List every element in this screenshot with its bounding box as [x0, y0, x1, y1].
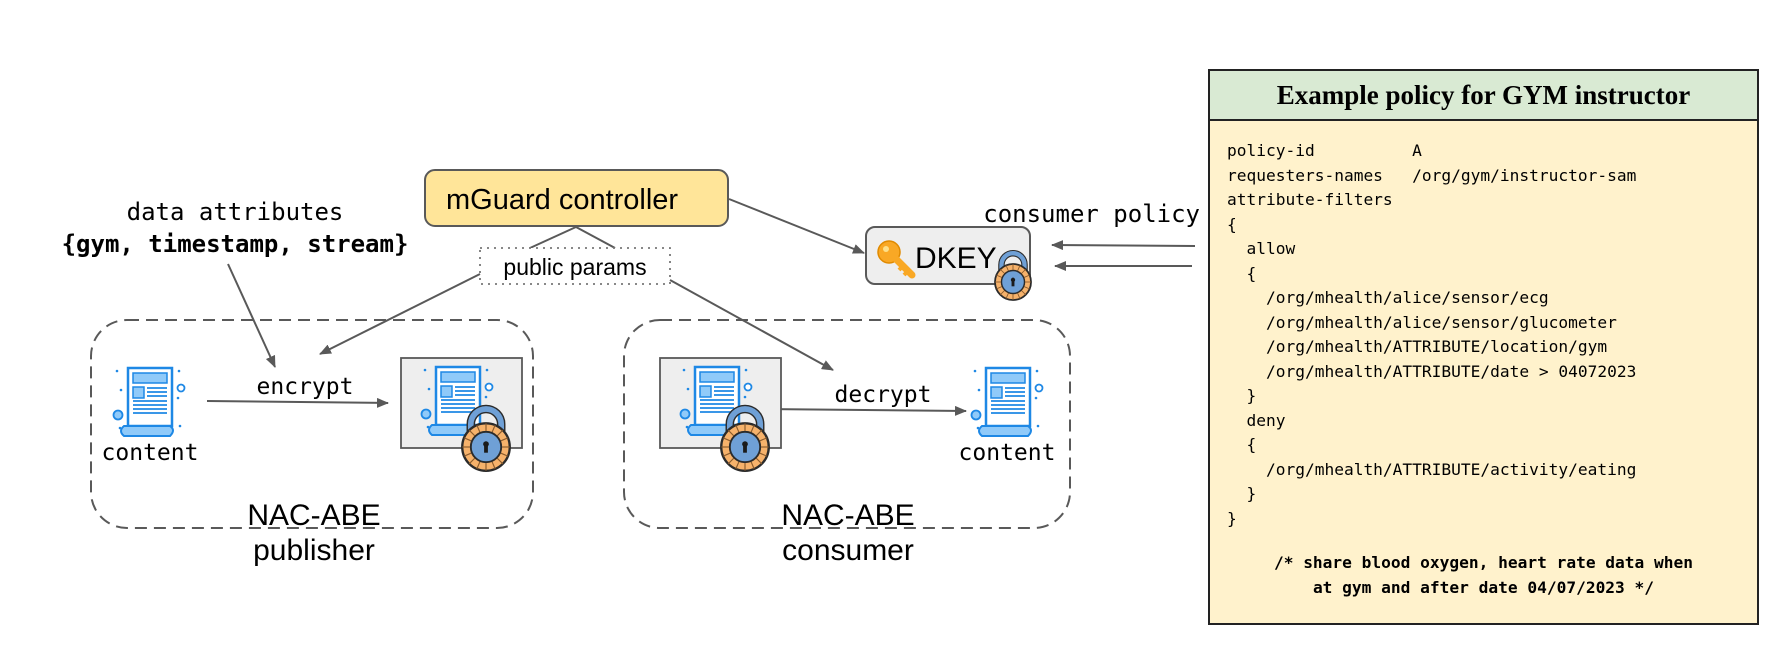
data-attributes-values: {gym, timestamp, stream}	[62, 230, 409, 258]
data-attributes-title: data attributes	[127, 198, 344, 226]
publisher-content-label: content	[102, 440, 199, 466]
controller-to-dkey-arrow	[728, 198, 865, 254]
policy-line: }	[1227, 386, 1257, 405]
publisher-group	[90, 319, 534, 529]
policy-code: policy-id A requesters-names /org/gym/ins…	[1210, 121, 1757, 531]
policy-title: Example policy for GYM instructor	[1210, 71, 1757, 121]
mguard-controller-label: mGuard controller	[446, 184, 678, 216]
policy-line: requesters-names /org/gym/instructor-sam	[1227, 165, 1637, 185]
policy-line: allow	[1227, 239, 1296, 258]
consumer-content-label: content	[959, 440, 1056, 466]
key-icon	[877, 240, 916, 279]
decrypt-arrow	[757, 405, 967, 416]
policy-comment-line-2: at gym and after date 04/07/2023 */	[1312, 577, 1655, 597]
policy-line: }	[1227, 508, 1237, 528]
consumer-group-label-2: consumer	[782, 534, 914, 567]
policy-line: }	[1227, 484, 1257, 503]
encrypt-label: encrypt	[257, 374, 354, 400]
policy-line: deny	[1227, 410, 1286, 430]
policy-line: {	[1227, 263, 1257, 283]
encrypt-arrow	[206, 397, 389, 408]
public-params-node: public params	[479, 247, 671, 285]
public-params-label: public params	[503, 254, 646, 280]
consumer-group-label-1: NAC-ABE	[781, 499, 914, 532]
example-policy-panel: Example policy for GYM instructor policy…	[1208, 69, 1759, 625]
publisher-group-label-1: NAC-ABE	[247, 499, 380, 532]
consumer-policy-label: consumer policy	[983, 200, 1200, 228]
policy-to-dkey-arrow-1	[1051, 240, 1196, 251]
mguard-controller-node[interactable]: mGuard controller	[424, 169, 729, 227]
encrypted-content-icon	[400, 357, 523, 471]
publisher-group-label-2: publisher	[253, 534, 375, 567]
params-to-decrypt-arrow	[669, 279, 834, 371]
encrypted-content-icon	[659, 357, 782, 471]
policy-line: /org/mhealth/ATTRIBUTE/date > 04072023	[1227, 361, 1637, 381]
params-to-encrypt-arrow	[319, 273, 481, 355]
content-document-icon	[970, 366, 1044, 438]
policy-line: /org/mhealth/ATTRIBUTE/location/gym	[1227, 337, 1608, 356]
dkey-label: DKEY	[915, 242, 997, 275]
attributes-to-encrypt-arrow	[227, 263, 276, 368]
content-document-icon	[112, 366, 186, 438]
consumer-group	[623, 319, 1071, 529]
policy-line: /org/mhealth/alice/sensor/ecg	[1227, 288, 1549, 307]
policy-line: policy-id A	[1227, 141, 1422, 160]
dkey-node[interactable]: DKEY	[865, 226, 1031, 300]
policy-comment: /* share blood oxygen, heart rate data w…	[1210, 551, 1757, 600]
policy-line: attribute-filters	[1227, 190, 1393, 209]
policy-line: /org/mhealth/ATTRIBUTE/activity/eating	[1227, 459, 1637, 479]
policy-line: {	[1227, 435, 1257, 454]
policy-line: /org/mhealth/alice/sensor/glucometer	[1227, 312, 1617, 332]
policy-comment-line-1: /* share blood oxygen, heart rate data w…	[1273, 553, 1694, 572]
policy-line: {	[1227, 214, 1237, 234]
decrypt-label: decrypt	[835, 382, 932, 408]
